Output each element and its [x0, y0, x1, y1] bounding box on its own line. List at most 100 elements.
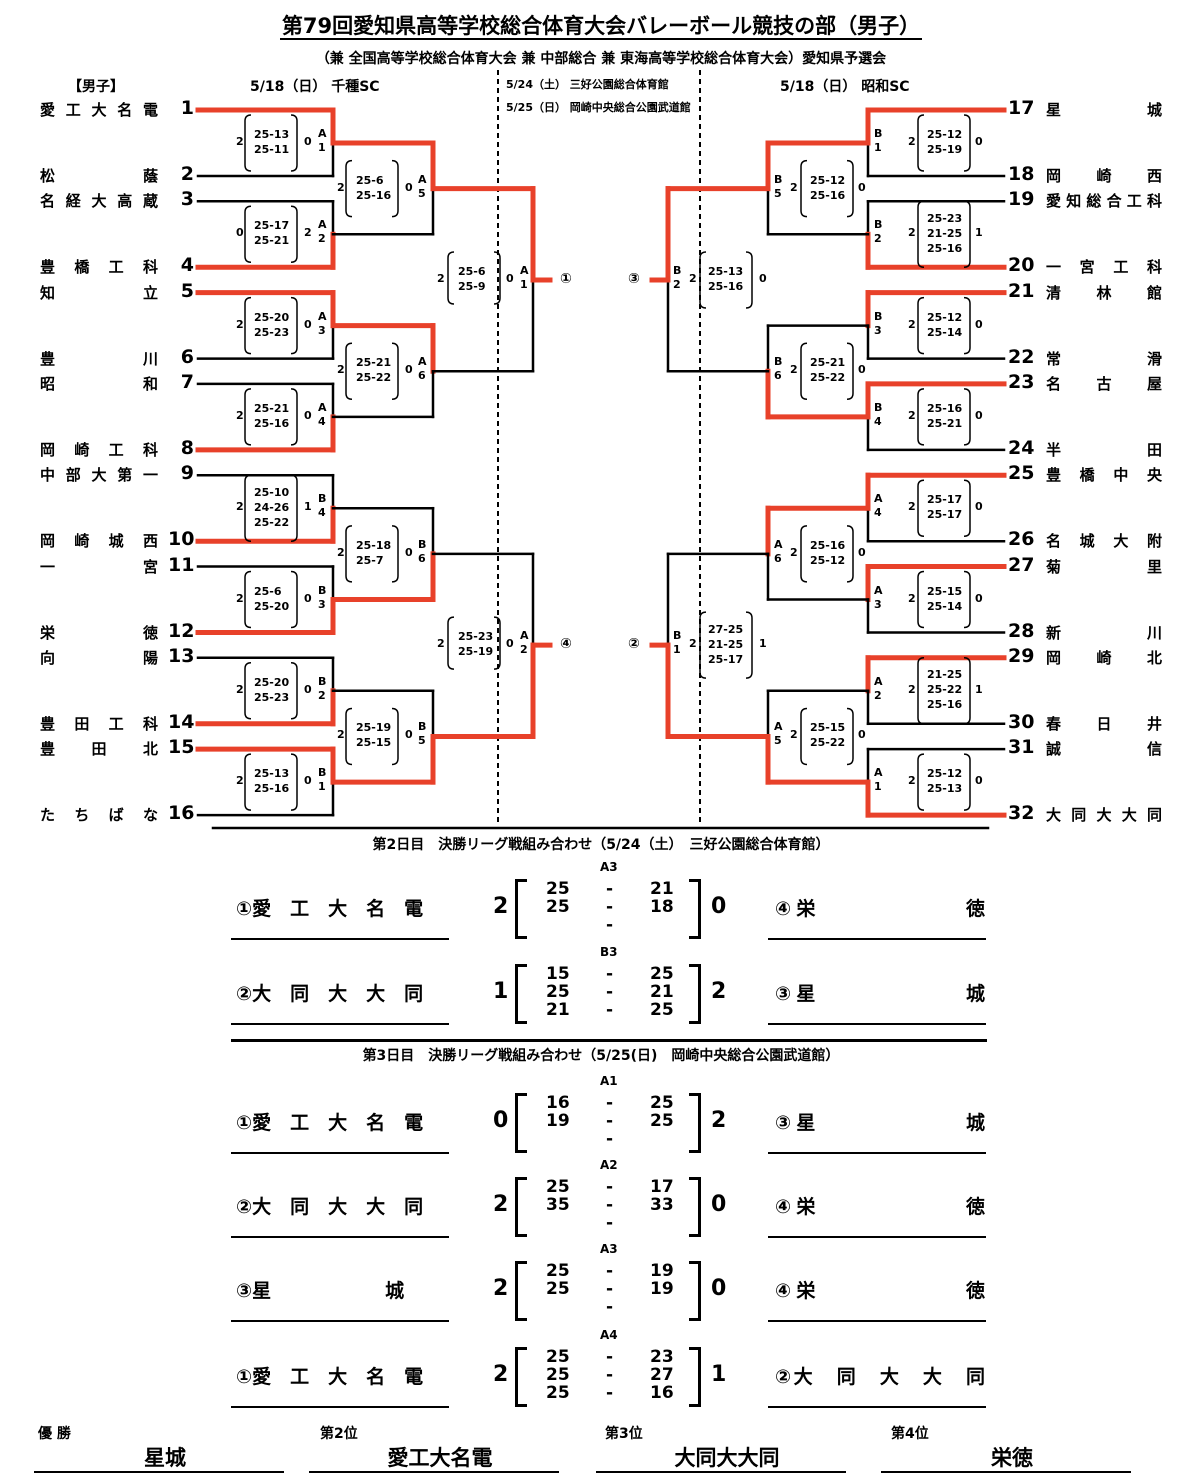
- final-bracket-right: [698, 964, 701, 1024]
- set-score: 25-21: [254, 234, 290, 248]
- match-code: A: [418, 172, 427, 186]
- seed-number: 13: [168, 644, 195, 667]
- set-count: 0: [858, 728, 866, 742]
- match-code: B: [874, 218, 883, 232]
- seed-number: 10: [168, 528, 195, 551]
- set-score: 25-21: [810, 356, 846, 370]
- final-bracket-right: [689, 879, 701, 882]
- final-set-score-left: 25: [546, 1261, 570, 1281]
- final-set-score-left: 25: [546, 1177, 570, 1197]
- final-match-code: A2: [600, 1158, 618, 1172]
- page-subtitle: （兼 全国高等学校総合体育大会 兼 中部総合 兼 東海高等学校総合体育大会）愛知…: [315, 51, 887, 67]
- final-set-dash: -: [606, 1213, 614, 1233]
- team-name: 中部大第一: [40, 466, 158, 485]
- set-score: 24-26: [254, 500, 290, 514]
- final-left-team: ②大 同 大 大 同: [236, 983, 424, 1005]
- final-underline-left: [231, 1320, 449, 1322]
- match-code: 6: [774, 551, 782, 565]
- set-score: 25-20: [254, 675, 290, 689]
- team-name: 岡 崎 北: [1046, 648, 1162, 667]
- seed-number: 7: [180, 370, 194, 393]
- score-bracket: [244, 114, 298, 172]
- score-bracket: [244, 474, 298, 542]
- pool-mark: ③: [628, 270, 640, 287]
- set-score: 21-25: [708, 637, 744, 651]
- team-name: 豊橋工科: [40, 258, 158, 277]
- team-name: 松 蔭: [40, 167, 158, 185]
- set-score: 25-19: [356, 721, 392, 735]
- set-score: 25-18: [356, 538, 392, 552]
- match-code: 2: [318, 688, 326, 702]
- score-bracket: [917, 388, 971, 446]
- set-score: 25-20: [254, 310, 290, 324]
- set-score: 25-19: [458, 645, 494, 659]
- final-bracket-left: [515, 879, 518, 939]
- final-bracket-right: [698, 1093, 701, 1153]
- set-score: 25-13: [254, 767, 290, 781]
- venue-center-1: 5/24（土） 三好公園総合体育館: [506, 78, 669, 91]
- final-set-score-right: 19: [650, 1279, 674, 1299]
- set-score: 25-16: [927, 698, 963, 712]
- match-code: A: [520, 263, 529, 277]
- seed-number: 8: [180, 436, 194, 459]
- seed-number: 23: [1008, 370, 1035, 393]
- seed-number: 28: [1008, 619, 1035, 642]
- final-set-dash: -: [606, 1129, 614, 1149]
- set-count: 0: [506, 637, 514, 651]
- final-underline-right: [768, 1406, 986, 1408]
- final-set-score-right: 25: [650, 964, 674, 984]
- match-code: 3: [874, 597, 882, 611]
- set-score: 25-7: [356, 553, 384, 567]
- set-score: 25-12: [927, 767, 963, 781]
- set-score: 25-6: [458, 264, 486, 278]
- final-bracket-left: [515, 936, 527, 939]
- set-score: 25-23: [927, 211, 963, 225]
- final-set-score-right: 17: [650, 1177, 674, 1197]
- set-count: 2: [689, 271, 697, 285]
- match-code: A: [318, 218, 327, 232]
- score-bracket: [244, 662, 298, 720]
- set-score: 25-22: [356, 371, 392, 385]
- match-code: 1: [318, 141, 326, 154]
- set-count: 2: [908, 682, 916, 696]
- set-score: 25-13: [254, 128, 290, 141]
- final-bracket-left: [515, 1177, 518, 1237]
- seed-number: 4: [180, 254, 194, 277]
- team-name: 新 川: [1046, 623, 1162, 642]
- set-score: 25-12: [927, 128, 963, 141]
- rank-label: 第2位: [320, 1426, 358, 1442]
- match-code: B: [418, 720, 427, 734]
- set-score: 25-17: [927, 493, 963, 507]
- match-code: B: [418, 537, 427, 551]
- set-count: 2: [236, 135, 244, 148]
- set-score: 25-22: [810, 371, 846, 385]
- set-count: 2: [908, 591, 916, 605]
- match-code: 1: [673, 643, 681, 657]
- final-bracket-right: [689, 936, 701, 939]
- set-count: 0: [506, 271, 514, 285]
- set-count: 0: [975, 408, 983, 422]
- set-score: 25-17: [927, 508, 963, 522]
- final-right-sets: 0: [711, 1192, 727, 1217]
- final-set-dash: -: [606, 1297, 614, 1317]
- set-count: 2: [689, 637, 697, 651]
- final-set-score-right: 23: [650, 1347, 674, 1367]
- set-count: 0: [304, 774, 312, 788]
- seed-number: 3: [180, 188, 194, 211]
- set-score: 25-12: [927, 310, 963, 324]
- set-score: 25-16: [810, 538, 846, 552]
- score-bracket: [917, 296, 971, 355]
- score-bracket: [699, 251, 753, 309]
- final-bracket-right: [698, 879, 701, 939]
- final-set-score-right: 27: [650, 1365, 674, 1385]
- set-count: 0: [405, 363, 413, 377]
- set-score: 25-16: [927, 241, 963, 255]
- match-code: A: [774, 537, 783, 551]
- final-bracket-left: [515, 879, 527, 882]
- match-code: 6: [774, 369, 782, 383]
- rank-underline: [309, 1471, 559, 1473]
- team-name: 岡崎工科: [40, 440, 158, 459]
- final-right-team: ④栄 徳: [775, 1280, 985, 1302]
- team-name: 豊橋中央: [1046, 466, 1162, 485]
- final-set-score-left: 25: [546, 879, 570, 899]
